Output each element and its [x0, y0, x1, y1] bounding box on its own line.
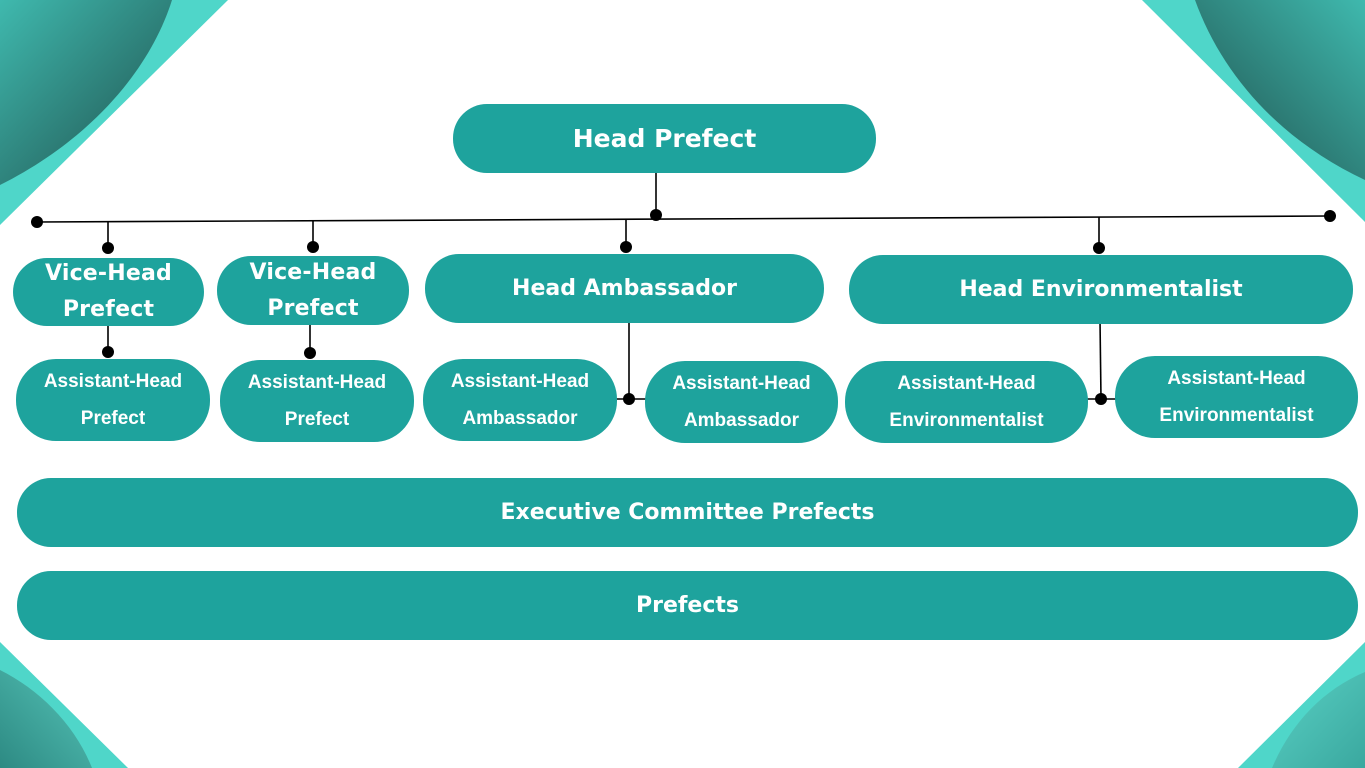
assistant-head-environmentalist-2-label: Assistant-Head Environmentalist: [1159, 368, 1314, 426]
head-prefect-label: Head Prefect: [572, 124, 757, 153]
assistant-head-ambassador-1-label: Assistant-Head Ambassador: [450, 371, 590, 429]
head-ambassador-label: Head Ambassador: [512, 276, 737, 301]
vice-head-prefect-2-node: Vice-Head Prefect: [217, 256, 409, 325]
assistant-head-ambassador-2-label: Assistant-Head Ambassador: [672, 373, 811, 431]
head-environmentalist-node: Head Environmentalist: [849, 255, 1353, 324]
assistant-head-prefect-2-node: Assistant-Head Prefect: [220, 360, 414, 442]
prefects-label: Prefects: [635, 593, 740, 618]
vice-head-prefect-1-node: Vice-Head Prefect: [13, 258, 204, 326]
vice-head-prefect-2-label: Vice-Head Prefect: [249, 259, 377, 321]
assistant-head-environmentalist-2-node: Assistant-Head Environmentalist: [1115, 356, 1358, 438]
executive-committee-node: Executive Committee Prefects: [17, 478, 1358, 547]
assistant-head-environmentalist-1-label: Assistant-Head Environmentalist: [889, 373, 1044, 431]
corner-top-left-dark: [0, 0, 172, 185]
assistant-head-ambassador-1-node: Assistant-Head Ambassador: [423, 359, 617, 441]
corner-bottom-right-dark: [1272, 672, 1365, 768]
assistant-head-ambassador-2-node: Assistant-Head Ambassador: [645, 361, 838, 443]
corner-bottom-left-dark: [0, 670, 92, 768]
head-environmentalist-label: Head Environmentalist: [959, 277, 1243, 302]
corner-top-right-dark: [1195, 0, 1365, 180]
prefects-node: Prefects: [17, 571, 1358, 640]
head-prefect-node: Head Prefect: [453, 104, 876, 173]
assistant-head-prefect-1-node: Assistant-Head Prefect: [16, 359, 210, 441]
assistant-head-environmentalist-1-node: Assistant-Head Environmentalist: [845, 361, 1088, 443]
vice-head-prefect-1-label: Vice-Head Prefect: [44, 261, 172, 322]
head-ambassador-node: Head Ambassador: [425, 254, 824, 323]
assistant-head-prefect-2-label: Assistant-Head Prefect: [247, 372, 387, 430]
assistant-head-prefect-1-label: Assistant-Head Prefect: [43, 371, 183, 429]
executive-committee-label: Executive Committee Prefects: [500, 500, 875, 525]
